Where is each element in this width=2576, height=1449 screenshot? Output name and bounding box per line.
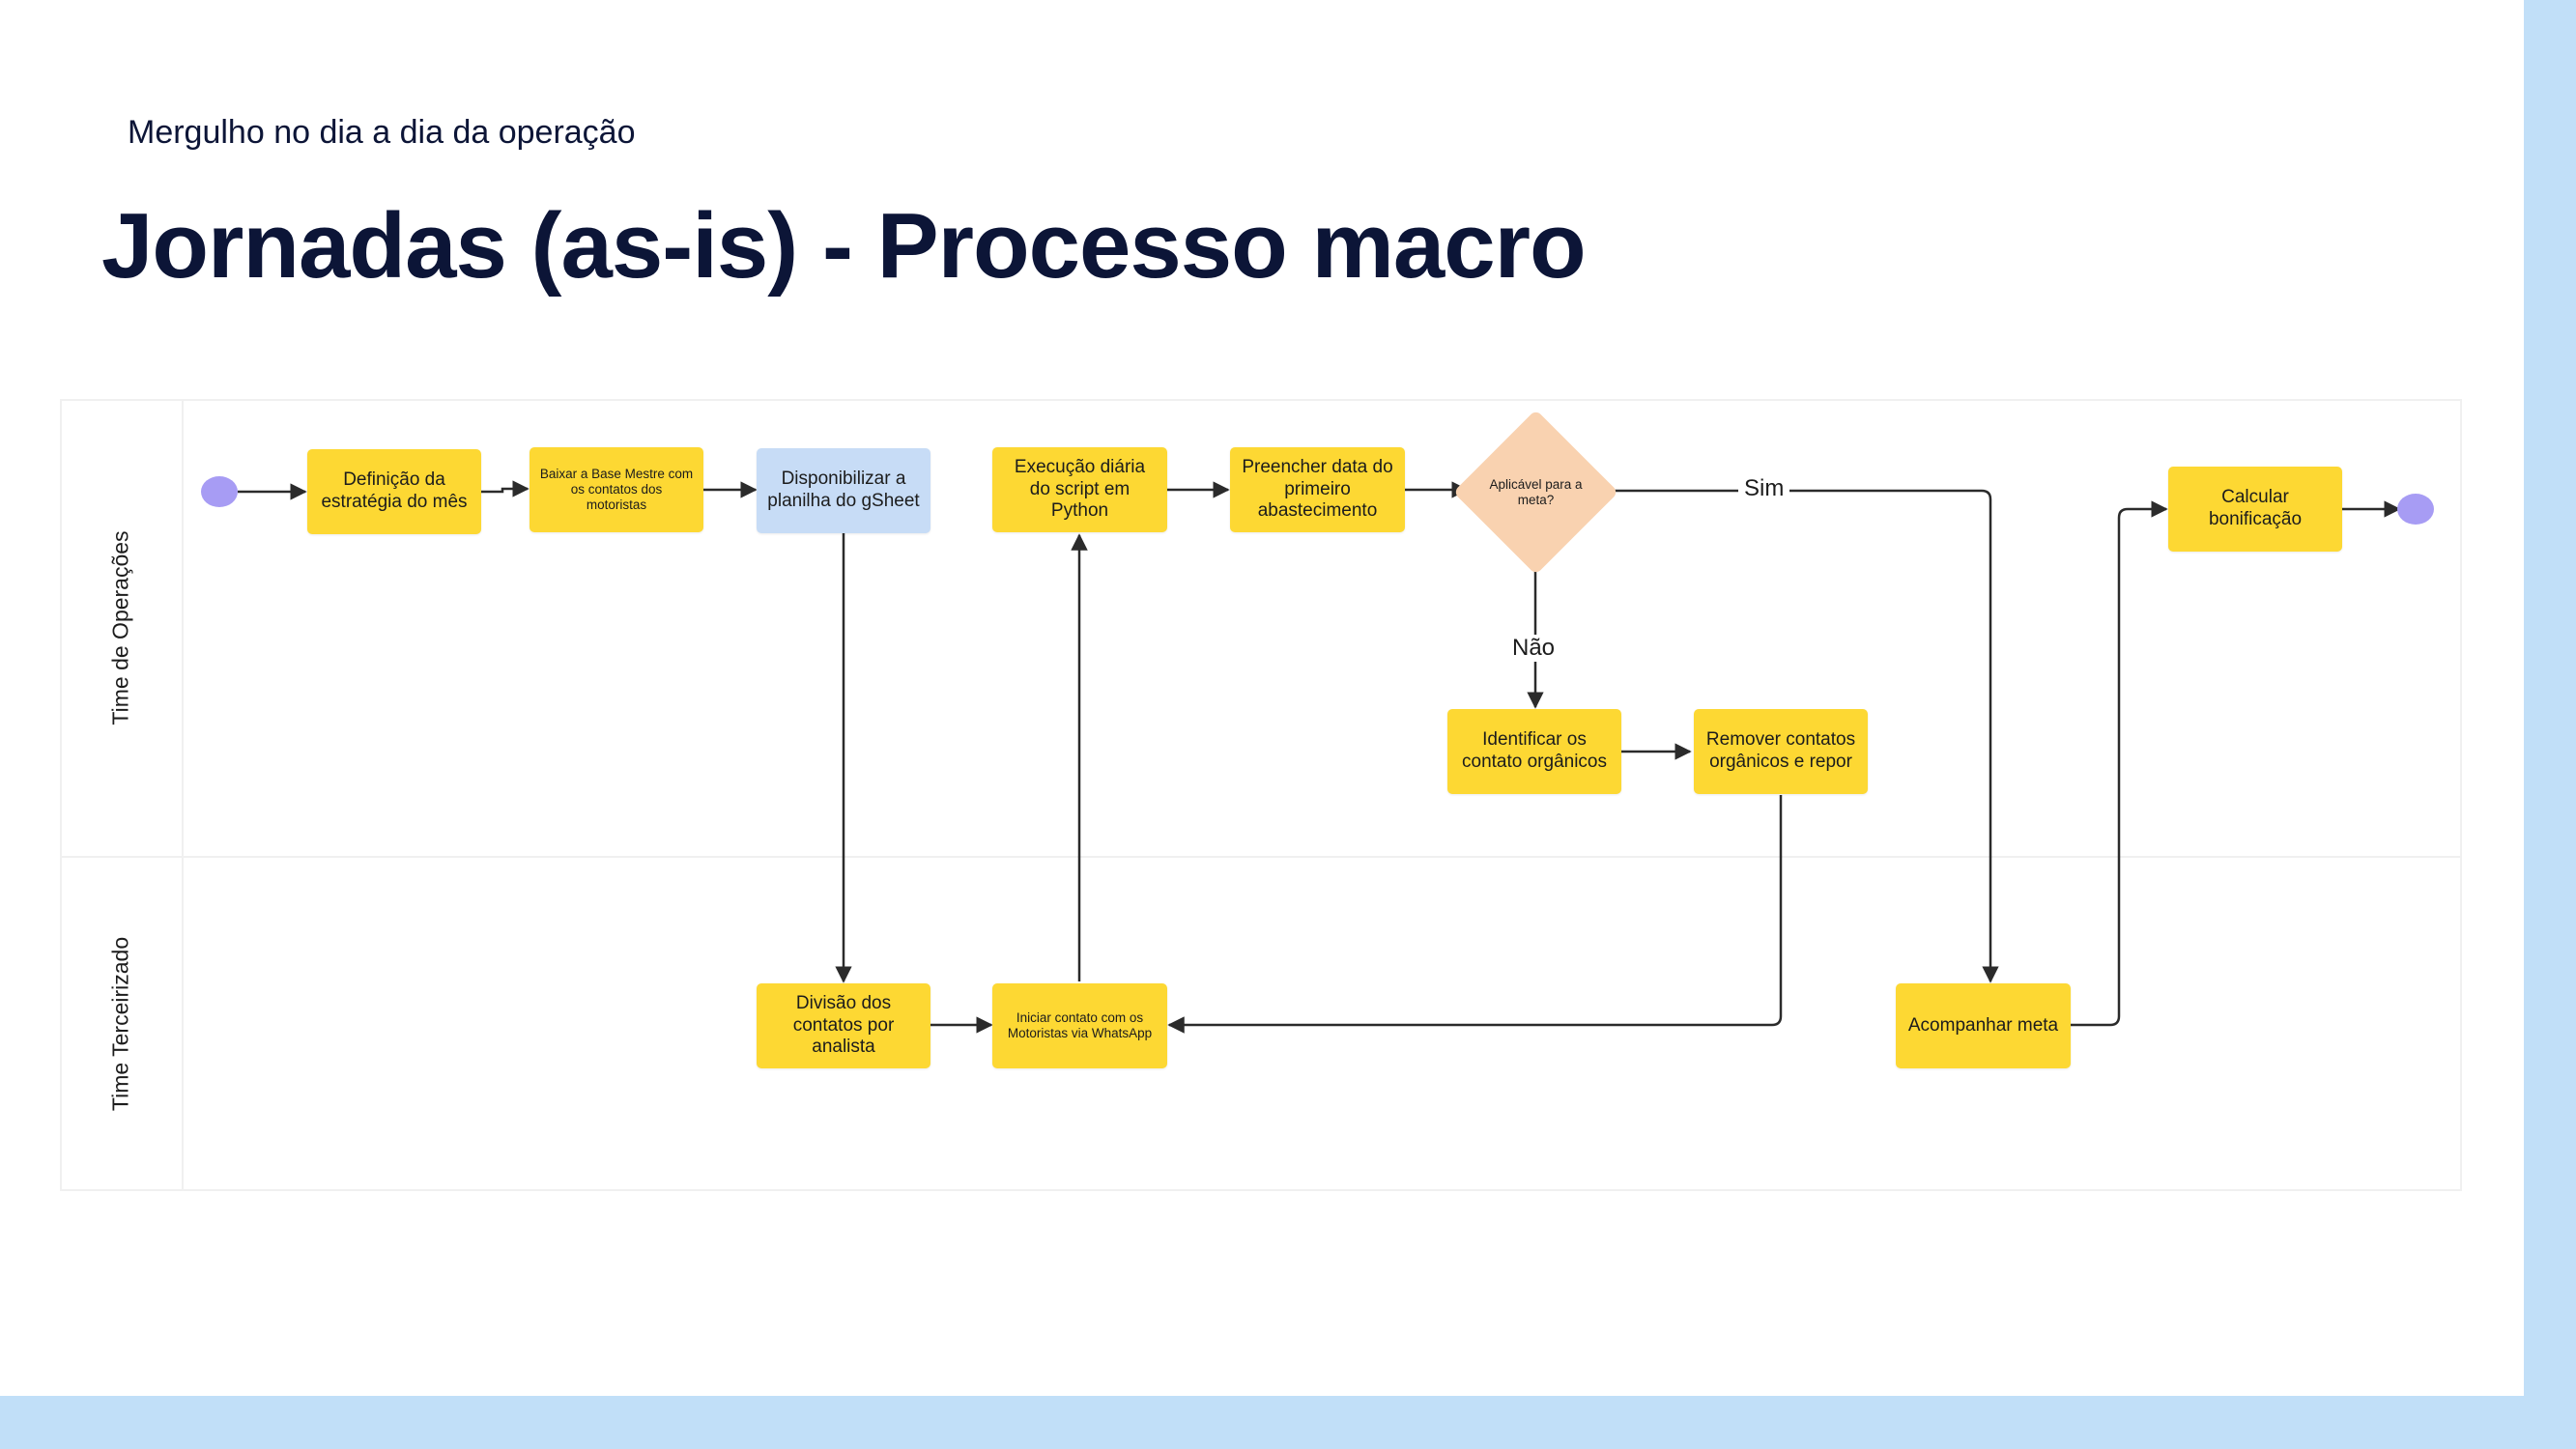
edge-remover-to-iniciar — [1167, 795, 1783, 1034]
node-iniciar-contato: Iniciar contato com os Motoristas via Wh… — [992, 983, 1167, 1068]
swimlane-divider — [60, 856, 2462, 858]
node-baixar-base-mestre: Baixar a Base Mestre com os contatos dos… — [530, 447, 703, 532]
node-aplicavel-meta: Aplicável para a meta? — [1489, 476, 1583, 507]
node-preencher-data: Preencher data do primeiro abastecimento — [1230, 447, 1405, 532]
edge-acompanhar-to-calcular — [2071, 500, 2168, 1027]
node-divisao-contatos: Divisão dos contatos por analista — [757, 983, 930, 1068]
edge-label-sim: Sim — [1738, 475, 1790, 502]
node-definicao-estrategia: Definição da estratégia do mês — [307, 449, 481, 534]
node-acompanhar-meta: Acompanhar meta — [1896, 983, 2071, 1068]
edge-definicao-to-baixar — [481, 480, 530, 497]
node-identificar-organicos: Identificar os contato orgânicos — [1447, 709, 1621, 794]
end-event — [2397, 494, 2434, 525]
bottom-accent-bar — [0, 1396, 2524, 1449]
slide-subtitle: Mergulho no dia a dia da operação — [128, 114, 636, 151]
edge-decisao-sim-to-acompanhar — [1601, 489, 1999, 983]
edge-label-nao: Não — [1506, 635, 1561, 662]
node-remover-organicos: Remover contatos orgânicos e repor — [1694, 709, 1868, 794]
right-accent-bar — [2524, 0, 2576, 1449]
start-event — [201, 476, 238, 507]
swimlane-container — [60, 399, 2462, 1191]
slide-title: Jornadas (as-is) - Processo macro — [101, 194, 1587, 298]
node-calcular-bonificacao: Calcular bonificação — [2168, 467, 2342, 552]
node-disponibilizar-planilha: Disponibilizar a planilha do gSheet — [757, 448, 930, 533]
swimlane-header-divider — [182, 399, 184, 1191]
node-execucao-diaria: Execução diária do script em Python — [992, 447, 1167, 532]
